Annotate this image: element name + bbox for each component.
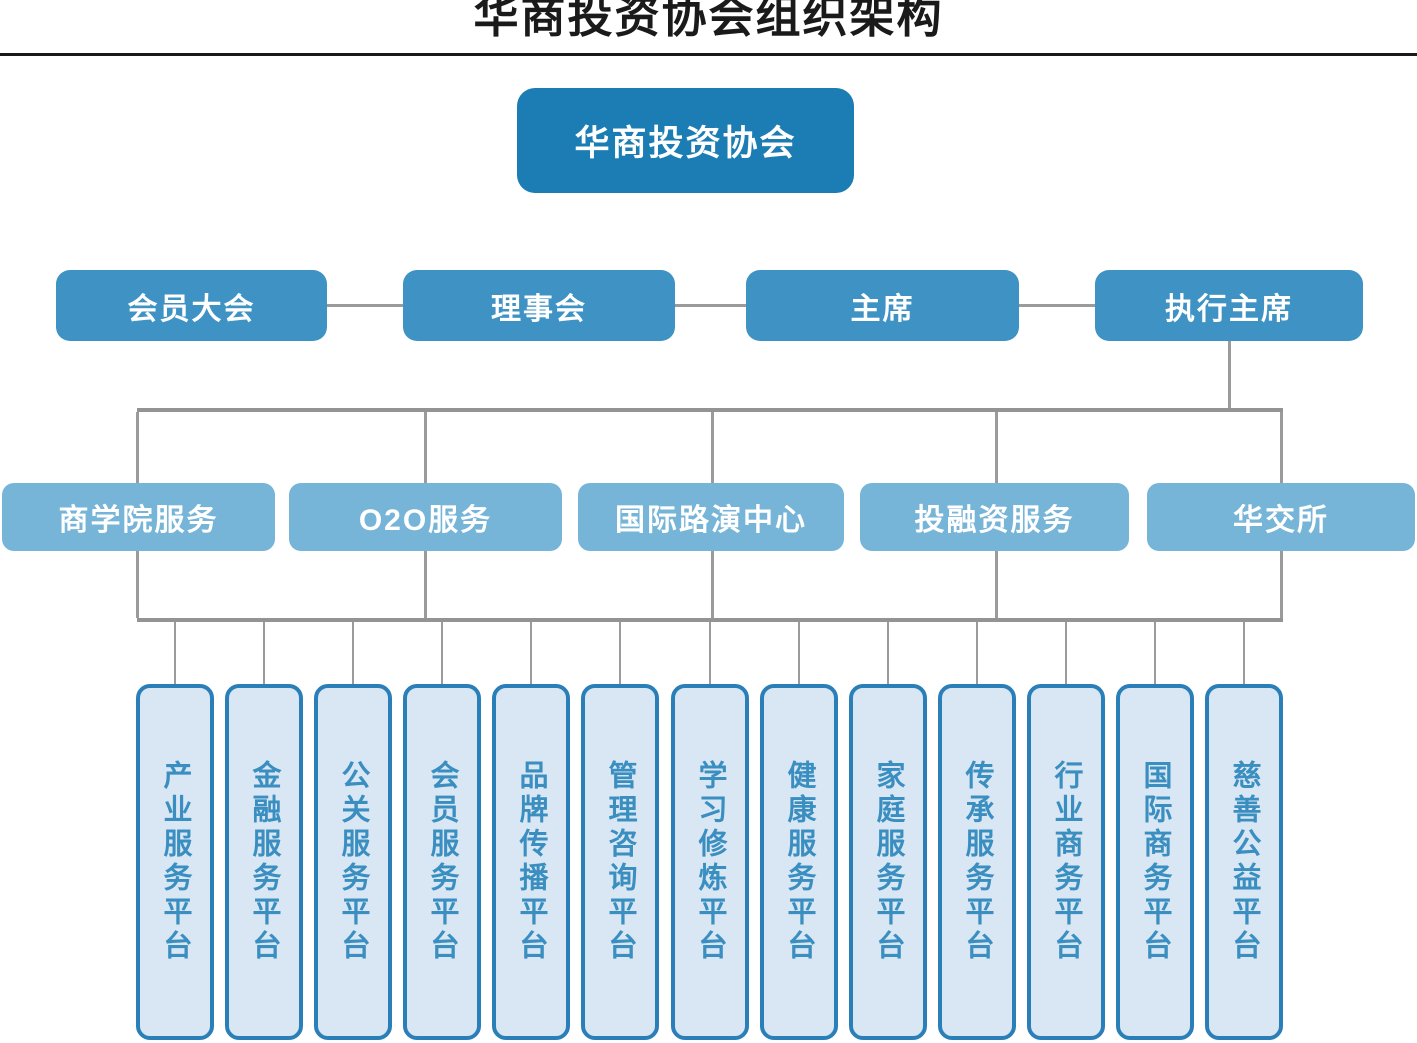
drop-platform-6 (709, 622, 711, 684)
drop-platform-3 (441, 622, 443, 684)
node-platform-5: 管理咨询平台 (581, 684, 659, 1040)
node-division-1: O2O服务 (289, 483, 562, 551)
drop-platform-1 (263, 622, 265, 684)
node-platform-4: 品牌传播平台 (492, 684, 570, 1040)
drop-platform-12 (1243, 622, 1245, 684)
drop-platform-2 (352, 622, 354, 684)
drop-division-3 (995, 412, 998, 483)
drop-platform-10 (1065, 622, 1067, 684)
node-platform-7: 健康服务平台 (760, 684, 838, 1040)
drop-bus2-2 (711, 551, 714, 618)
drop-bus2-3 (995, 551, 998, 618)
drop-platform-4 (530, 622, 532, 684)
connector-gov-1 (327, 304, 403, 307)
node-root: 华商投资协会 (517, 88, 854, 193)
node-platform-3: 会员服务平台 (403, 684, 481, 1040)
connector-feed-executive (1228, 341, 1231, 408)
connector-bus-1 (137, 408, 1283, 412)
node-governance-0: 会员大会 (56, 270, 327, 341)
node-platform-10: 行业商务平台 (1027, 684, 1105, 1040)
page-title: 华商投资协会组织架构 (473, 0, 944, 42)
node-platform-1: 金融服务平台 (225, 684, 303, 1040)
node-division-0: 商学院服务 (2, 483, 275, 551)
node-governance-3: 执行主席 (1095, 270, 1363, 341)
node-division-3: 投融资服务 (860, 483, 1129, 551)
drop-platform-5 (619, 622, 621, 684)
drop-division-1 (424, 412, 427, 483)
node-governance-2: 主席 (746, 270, 1019, 341)
drop-division-2 (711, 412, 714, 483)
drop-platform-11 (1154, 622, 1156, 684)
node-governance-1: 理事会 (403, 270, 675, 341)
node-platform-2: 公关服务平台 (314, 684, 392, 1040)
title-divider (0, 53, 1417, 56)
drop-platform-7 (798, 622, 800, 684)
node-platform-12: 慈善公益平台 (1205, 684, 1283, 1040)
node-platform-9: 传承服务平台 (938, 684, 1016, 1040)
connector-gov-3 (1019, 304, 1095, 307)
node-division-2: 国际路演中心 (578, 483, 844, 551)
drop-division-4 (1280, 412, 1283, 483)
drop-platform-8 (887, 622, 889, 684)
drop-platform-9 (976, 622, 978, 684)
node-platform-6: 学习修炼平台 (671, 684, 749, 1040)
connector-bus-2 (137, 618, 1283, 622)
drop-division-0 (136, 412, 139, 483)
drop-bus2-0 (136, 551, 139, 618)
drop-bus2-4 (1280, 551, 1283, 618)
drop-bus2-1 (424, 551, 427, 618)
drop-platform-0 (174, 622, 176, 684)
connector-gov-2 (675, 304, 746, 307)
node-platform-8: 家庭服务平台 (849, 684, 927, 1040)
node-platform-0: 产业服务平台 (136, 684, 214, 1040)
node-platform-11: 国际商务平台 (1116, 684, 1194, 1040)
node-division-4: 华交所 (1147, 483, 1415, 551)
